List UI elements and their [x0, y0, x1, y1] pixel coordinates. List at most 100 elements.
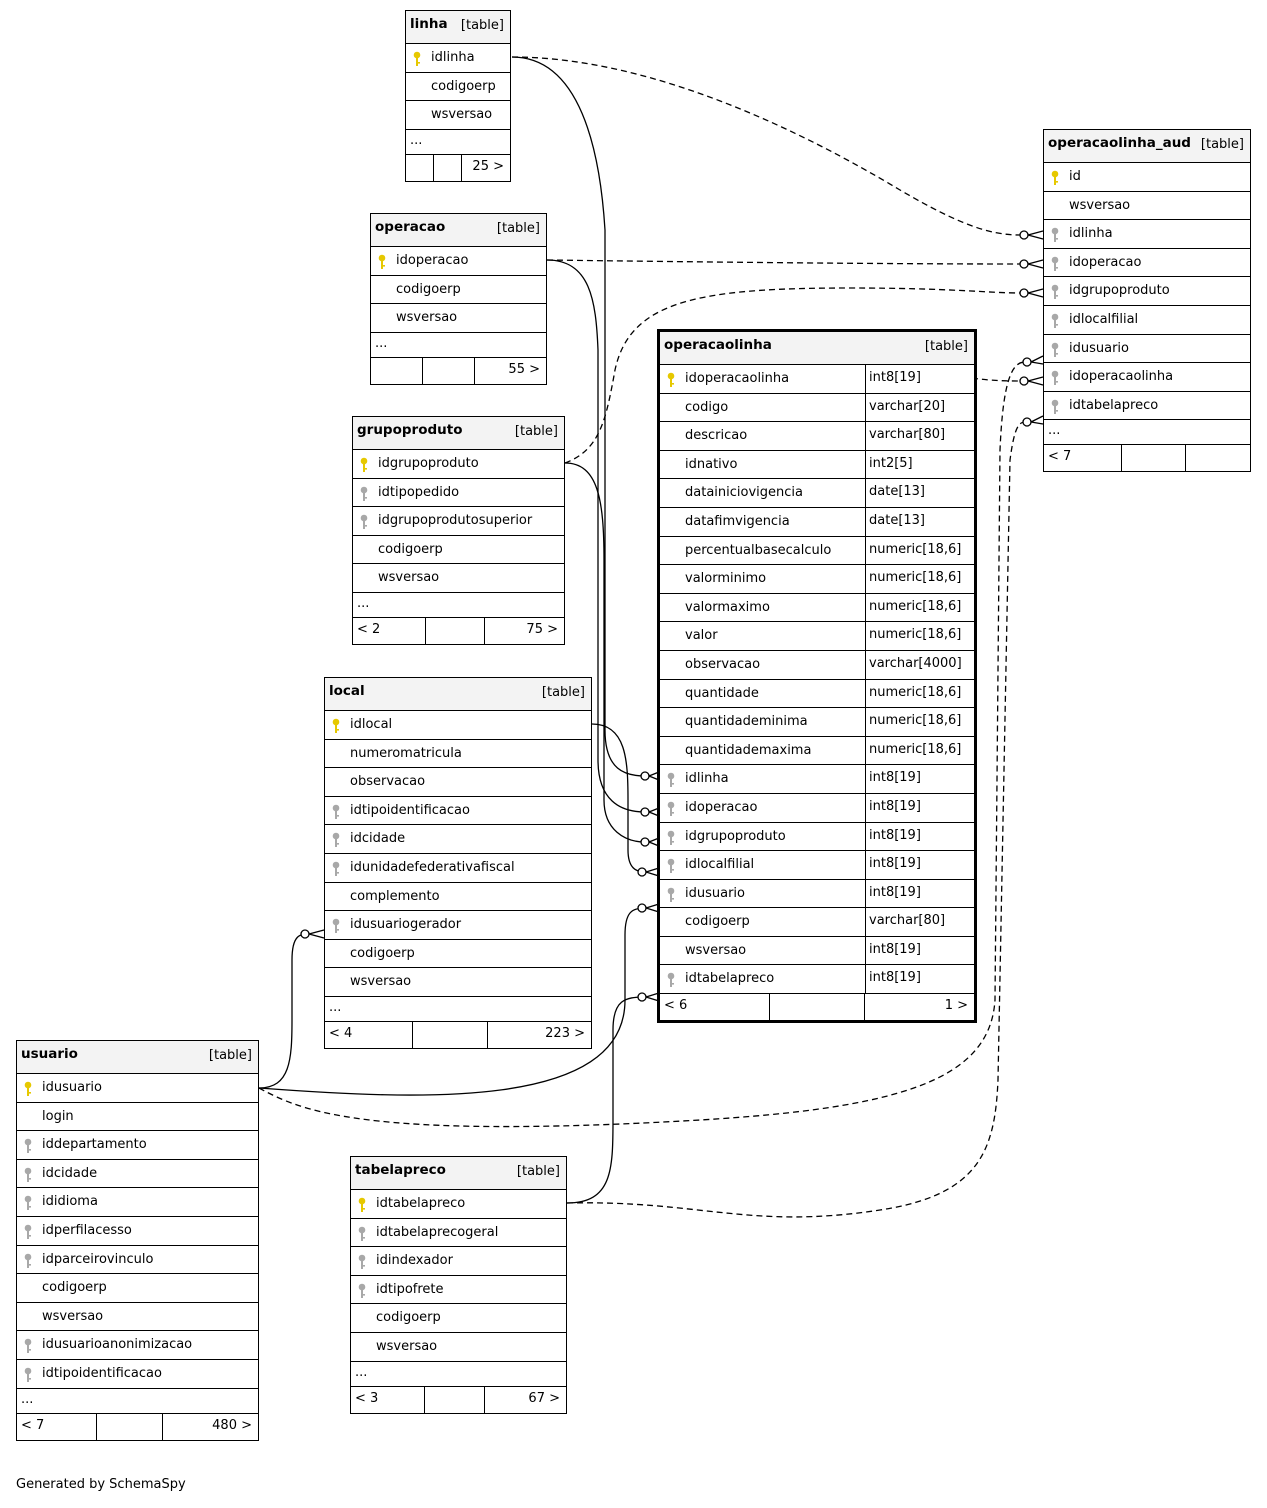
column-row[interactable]: idgrupoprodutosuperior: [353, 507, 564, 536]
column-row[interactable]: idtipoidentificacao: [17, 1360, 258, 1389]
column-row[interactable]: login: [17, 1103, 258, 1132]
column-row[interactable]: iddepartamento: [17, 1131, 258, 1160]
parents-count-cell[interactable]: < 7: [1044, 445, 1122, 472]
column-row[interactable]: codigoerp: [353, 536, 564, 565]
column-row[interactable]: wsversao: [17, 1303, 258, 1332]
more-columns-row[interactable]: ...: [351, 1362, 566, 1387]
column-row[interactable]: idtipopedido: [353, 479, 564, 508]
column-row[interactable]: idindexador: [351, 1247, 566, 1276]
column-row[interactable]: observacao: [325, 768, 591, 797]
column-row[interactable]: wsversao: [351, 1333, 566, 1362]
parents-count-cell[interactable]: < 4: [325, 1021, 413, 1048]
column-row[interactable]: idtabelapreco: [1044, 392, 1250, 421]
column-row[interactable]: numeromatricula: [325, 740, 591, 769]
column-row[interactable]: wsversao: [353, 564, 564, 593]
more-columns-row[interactable]: ...: [1044, 420, 1250, 446]
parents-count-cell[interactable]: < 6: [660, 994, 770, 1021]
more-columns-row[interactable]: ...: [325, 997, 591, 1022]
more-columns-row[interactable]: ...: [353, 593, 564, 618]
column-row[interactable]: idcidade: [17, 1160, 258, 1189]
children-count-cell[interactable]: 75 >: [485, 618, 564, 644]
column-row[interactable]: wsversao: [325, 968, 591, 997]
column-row[interactable]: codigoerp: [371, 276, 546, 305]
parents-count-cell[interactable]: < 2: [353, 617, 426, 644]
column-row[interactable]: idcidade: [325, 825, 591, 854]
column-row[interactable]: idusuario: [1044, 335, 1250, 364]
column-row[interactable]: codigoerp: [406, 73, 510, 102]
column-row[interactable]: wsversao: [406, 101, 510, 130]
column-row[interactable]: wsversao: [1044, 192, 1250, 221]
column-row[interactable]: idoperacao: [371, 247, 546, 276]
children-count-cell[interactable]: 67 >: [485, 1387, 566, 1413]
children-count-cell[interactable]: 223 >: [488, 1022, 591, 1048]
column-row[interactable]: ididioma: [17, 1188, 258, 1217]
column-row[interactable]: codigoerp: [325, 940, 591, 969]
column-row[interactable]: codigoerp: [351, 1304, 566, 1333]
parents-count-cell[interactable]: < 3: [351, 1386, 425, 1413]
column-row[interactable]: codigoerp: [17, 1274, 258, 1303]
column-row[interactable]: idlinha: [406, 44, 510, 73]
column-row[interactable]: id: [1044, 163, 1250, 192]
parents-count-cell[interactable]: [371, 357, 423, 384]
column-row[interactable]: idoperacaolinha: [1044, 363, 1250, 392]
column-row[interactable]: idgrupoproduto: [353, 450, 564, 479]
children-count-cell[interactable]: 25 >: [462, 155, 510, 181]
more-columns-row[interactable]: ...: [406, 130, 510, 155]
column-row[interactable]: idlocalfilial: [1044, 306, 1250, 335]
column-row[interactable]: idusuarioanonimizacao: [17, 1331, 258, 1360]
column-row[interactable]: idusuariogerador: [325, 911, 591, 940]
column-row[interactable]: idlocal: [325, 711, 591, 740]
column-row[interactable]: idoperacao: [1044, 249, 1250, 278]
column-row[interactable]: idparceirovinculo: [17, 1246, 258, 1275]
children-count-cell[interactable]: 55 >: [475, 358, 546, 384]
column-row[interactable]: idtipofrete: [351, 1276, 566, 1305]
column-row[interactable]: idlinha: [1044, 220, 1250, 249]
more-columns-row[interactable]: ...: [17, 1389, 258, 1414]
column-row[interactable]: idtipoidentificacao: [325, 797, 591, 826]
children-count-cell[interactable]: 480 >: [163, 1414, 258, 1440]
column-row[interactable]: idgrupoproduto: [1044, 277, 1250, 306]
column-row[interactable]: idusuario: [17, 1074, 258, 1103]
parents-count-cell[interactable]: < 7: [17, 1413, 97, 1440]
children-count-cell[interactable]: 1 >: [865, 994, 974, 1020]
column-row[interactable]: idtabelaprecogeral: [351, 1219, 566, 1248]
more-columns-row[interactable]: ...: [371, 333, 546, 358]
column-row[interactable]: idunidadefederativafiscal: [325, 854, 591, 883]
column-row[interactable]: idtabelapreco: [351, 1190, 566, 1219]
parents-count-cell[interactable]: [406, 154, 434, 181]
column-row[interactable]: complemento: [325, 883, 591, 912]
children-count-cell[interactable]: [1186, 445, 1250, 471]
column-row[interactable]: idperfilacesso: [17, 1217, 258, 1246]
column-row[interactable]: wsversao: [371, 304, 546, 333]
